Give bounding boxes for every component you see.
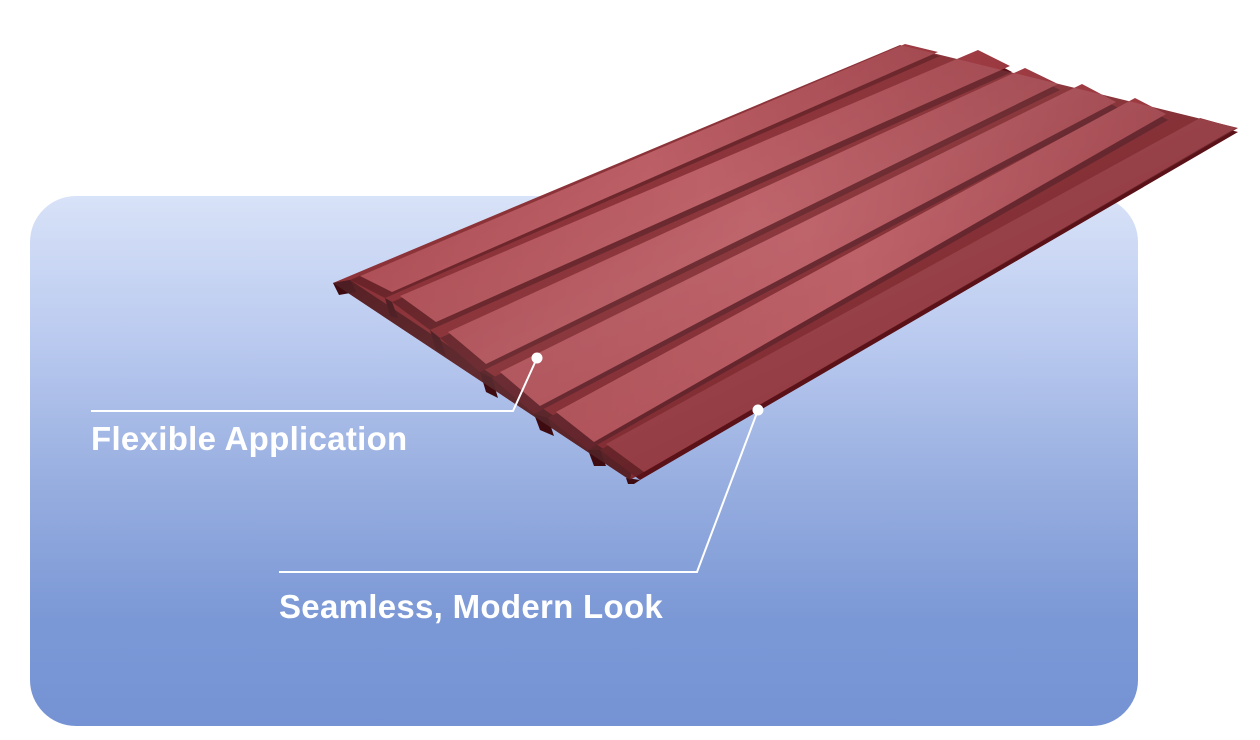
metal-panel xyxy=(333,44,1238,484)
callout-flexible-application xyxy=(91,352,543,412)
callout-label-flexible-application: Flexible Application xyxy=(91,420,408,457)
callout-dot xyxy=(752,404,764,416)
callout-label-seamless-modern-look: Seamless, Modern Look xyxy=(279,588,664,625)
callout-seamless-modern-look xyxy=(279,404,764,573)
callout-dot xyxy=(531,352,543,364)
